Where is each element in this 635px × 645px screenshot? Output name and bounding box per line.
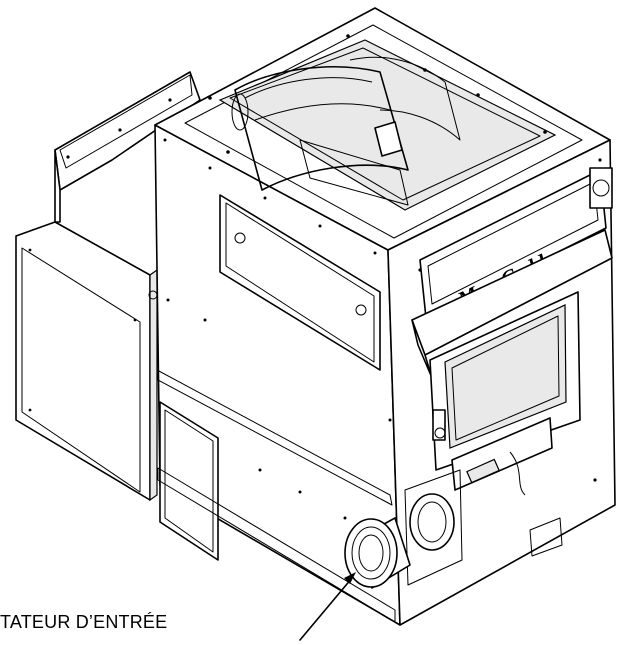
front-face: Max Caddy (387, 139, 616, 626)
leader-arrow (299, 572, 356, 641)
top-hopper (154, 7, 611, 251)
inlet-collar (344, 517, 411, 589)
callout-label: TATEUR D’ENTRÉE (0, 612, 168, 632)
side-cabinet (15, 71, 201, 502)
main-body-left-face (154, 124, 401, 626)
